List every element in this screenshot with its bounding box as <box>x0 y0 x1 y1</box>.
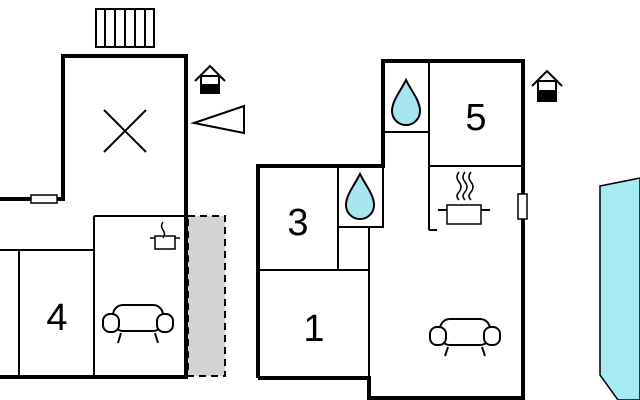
bed-cross-icon <box>103 109 147 153</box>
terrace-railing-icon <box>95 8 155 48</box>
room-number-1: 1 <box>303 308 324 350</box>
cooktop-steam-icon <box>438 171 490 225</box>
sofa-icon <box>102 304 174 344</box>
cooking-pot-icon <box>150 221 180 250</box>
house-icon <box>531 69 563 102</box>
room-number-3: 3 <box>287 202 308 244</box>
water-drop-icon <box>390 77 422 126</box>
window-icon <box>517 193 528 220</box>
window-icon <box>30 194 58 204</box>
room-number-4: 4 <box>46 297 67 339</box>
sofa-icon <box>429 318 501 357</box>
house-icon <box>194 64 226 94</box>
room-number-5: 5 <box>465 97 486 139</box>
right-building <box>256 59 525 400</box>
terrace-area <box>187 215 226 377</box>
swimming-pool-icon <box>599 177 640 400</box>
water-drop-icon <box>344 171 376 220</box>
sun-direction-icon <box>190 104 245 135</box>
